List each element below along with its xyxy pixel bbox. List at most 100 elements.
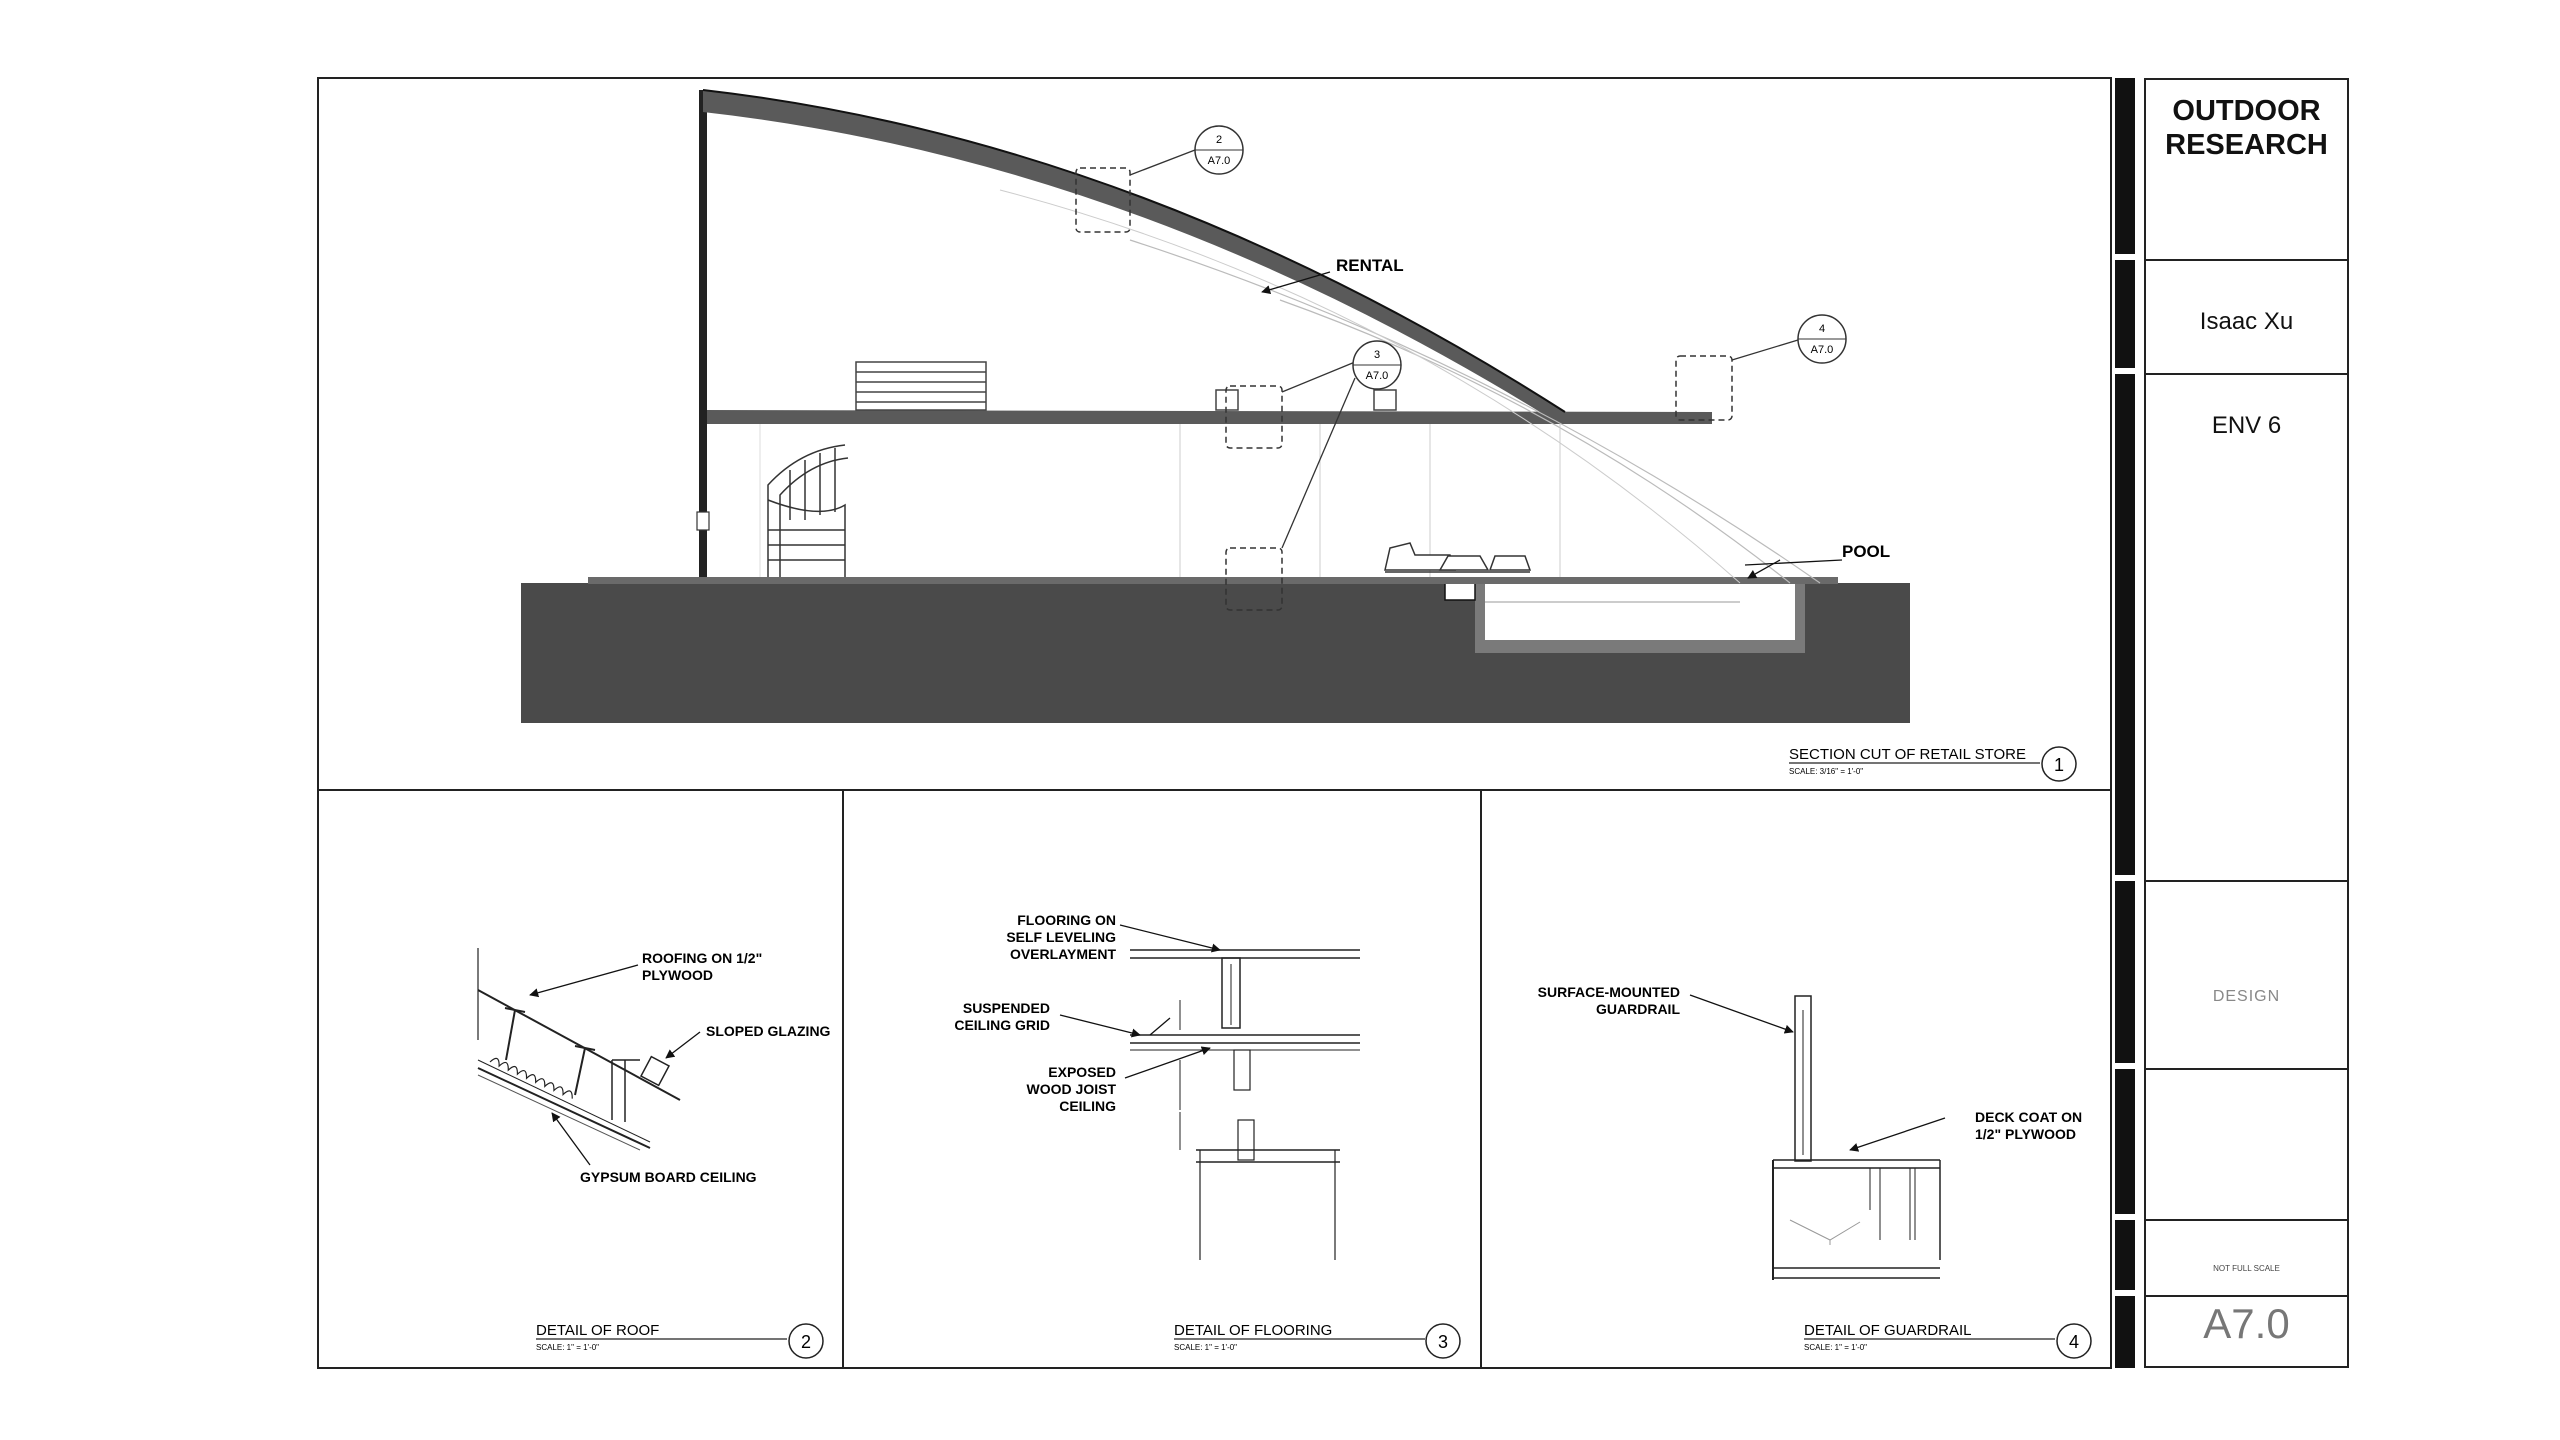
guardrail-title-block: DETAIL OF GUARDRAIL SCALE: 1" = 1'-0" 4 xyxy=(1804,1322,2092,1359)
pool-leader xyxy=(1744,559,1843,566)
roof-note1-leader xyxy=(529,964,639,998)
title-block-bar xyxy=(2115,78,2135,1368)
planter-2 xyxy=(1373,389,1397,411)
roof-scale: SCALE: 1" = 1'-0" xyxy=(536,1343,599,1352)
guardrail-title: DETAIL OF GUARDRAIL xyxy=(1804,1322,1972,1339)
rental-leader xyxy=(1261,271,1331,295)
roof-outer-line xyxy=(702,89,1566,413)
pool-label: POOL xyxy=(1842,542,1890,561)
flooring-note3-line1: EXPOSED xyxy=(1048,1064,1116,1080)
callout-box-floor-upper xyxy=(1225,385,1283,449)
callout-box-floor-lower xyxy=(1225,547,1283,611)
roof-note3-leader xyxy=(551,1112,591,1166)
guardrail-number: 4 xyxy=(2069,1332,2079,1352)
title-block-divider xyxy=(2146,1219,2347,1221)
firm-name: OUTDOOR RESEARCH xyxy=(2146,94,2347,162)
flooring-note2-line2: CEILING GRID xyxy=(954,1017,1050,1033)
callout-box-roof xyxy=(1075,167,1131,233)
scale-note: NOT FULL SCALE xyxy=(2213,1264,2280,1273)
glazing-line-2 xyxy=(1279,299,1791,584)
guardrail-note2-leader xyxy=(1849,1117,1946,1152)
drawing-frame xyxy=(317,77,2112,1369)
callout-2-sheet: A7.0 xyxy=(1208,155,1231,167)
flooring-note3-leader xyxy=(1124,1046,1211,1079)
flooring-note2-line1: SUSPENDED xyxy=(963,1000,1050,1016)
curved-roof xyxy=(703,90,1565,412)
title-block-divider xyxy=(2146,1295,2347,1297)
guardrail-note2-line1: DECK COAT ON xyxy=(1975,1109,2082,1125)
guardrail-scale: SCALE: 1" = 1'-0" xyxy=(1804,1343,1867,1352)
left-wall xyxy=(699,90,707,577)
glazing-line-1 xyxy=(1129,239,1821,584)
callout-2-number: 2 xyxy=(1216,134,1222,146)
firm-name-line1: OUTDOOR xyxy=(2172,95,2321,127)
roof-note1-line1: ROOFING ON 1/2" xyxy=(642,950,762,966)
callout-bubble-2[interactable]: 2 A7.0 xyxy=(1194,125,1244,175)
pool-basin xyxy=(1475,583,1805,653)
flooring-scale: SCALE: 1" = 1'-0" xyxy=(1174,1343,1237,1352)
flooring-note2-leader xyxy=(1059,1014,1141,1038)
flooring-note1-line1: FLOORING ON xyxy=(1017,912,1116,928)
callout-bubble-3[interactable]: 3 A7.0 xyxy=(1352,340,1402,390)
section-drawing xyxy=(521,89,1910,723)
flooring-note3-line3: CEILING xyxy=(1059,1098,1116,1114)
flooring-title-block: DETAIL OF FLOORING SCALE: 1" = 1'-0" 3 xyxy=(1174,1322,1461,1359)
flooring-title: DETAIL OF FLOORING xyxy=(1174,1322,1332,1339)
section-number: 1 xyxy=(2054,755,2064,775)
callout-3-number: 3 xyxy=(1374,349,1380,361)
flooring-grid-tick xyxy=(1149,1017,1171,1036)
callout-3-sheet: A7.0 xyxy=(1366,370,1389,382)
glazing-line-3 xyxy=(999,189,1741,584)
flooring-detail-drawing xyxy=(1130,949,1360,1260)
door-marker xyxy=(696,511,710,531)
roof-note2-leader xyxy=(665,1031,701,1059)
lounge-chairs xyxy=(1384,542,1532,573)
sheet-number: A7.0 xyxy=(2203,1300,2290,1347)
section-scale: SCALE: 3/16" = 1'-0" xyxy=(1789,767,1863,776)
flooring-note3-line2: WOOD JOIST xyxy=(1027,1081,1117,1097)
rental-label: RENTAL xyxy=(1336,256,1404,275)
guardrail-note2-line2: 1/2" PLYWOOD xyxy=(1975,1126,2076,1142)
section-title-block: SECTION CUT OF RETAIL STORE SCALE: 3/16"… xyxy=(1789,746,2077,782)
guardrail-note1-leader xyxy=(1689,994,1794,1034)
firm-name-line2: RESEARCH xyxy=(2165,129,2328,161)
pool-water xyxy=(1485,583,1795,640)
flooring-note1-leader xyxy=(1119,924,1221,953)
flooring-number: 3 xyxy=(1438,1332,1448,1352)
author-name: Isaac Xu xyxy=(2199,308,2294,335)
guardrail-note1-line1: SURFACE-MOUNTED xyxy=(1538,984,1680,1000)
guardrail-detail-drawing xyxy=(1772,995,1941,1280)
roof-title-block: DETAIL OF ROOF SCALE: 1" = 1'-0" 2 xyxy=(536,1322,824,1359)
roof-number: 2 xyxy=(801,1332,811,1352)
title-block-divider xyxy=(2146,880,2347,882)
callout-leader-3b xyxy=(1281,377,1356,549)
planter-1 xyxy=(1215,389,1239,411)
callout-box-guardrail xyxy=(1675,355,1733,421)
section-title: SECTION CUT OF RETAIL STORE xyxy=(1789,746,2026,763)
title-block: OUTDOOR RESEARCH Isaac Xu ENV 6 DESIGN N… xyxy=(2144,78,2349,1368)
callout-leader-2 xyxy=(1129,149,1196,176)
roof-note1-line2: PLYWOOD xyxy=(642,967,713,983)
callout-leader-3a xyxy=(1281,361,1356,393)
flooring-note1-line3: OVERLAYMENT xyxy=(1010,946,1117,962)
callout-4-number: 4 xyxy=(1819,323,1825,335)
callout-leader-4 xyxy=(1731,339,1799,361)
course-name: ENV 6 xyxy=(2211,412,2282,439)
flooring-note1-line2: SELF LEVELING xyxy=(1006,929,1116,945)
roof-note3: GYPSUM BOARD CEILING xyxy=(580,1169,757,1185)
phase-label: DESIGN xyxy=(2212,988,2281,1005)
upper-floor-slab xyxy=(703,410,1712,424)
callout-4-sheet: A7.0 xyxy=(1811,344,1834,356)
callout-bubble-4[interactable]: 4 A7.0 xyxy=(1797,314,1847,364)
pool-step xyxy=(1444,582,1476,601)
spiral-stair xyxy=(767,444,849,577)
title-block-divider xyxy=(2146,259,2347,261)
pool-leader-diag xyxy=(1747,559,1781,579)
ground-floor-slab xyxy=(588,577,1838,584)
rooftop-railing xyxy=(855,361,987,411)
roof-title: DETAIL OF ROOF xyxy=(536,1322,659,1339)
title-block-divider xyxy=(2146,1068,2347,1070)
roof-note2: SLOPED GLAZING xyxy=(706,1023,831,1039)
guardrail-note1-line2: GUARDRAIL xyxy=(1596,1001,1680,1017)
